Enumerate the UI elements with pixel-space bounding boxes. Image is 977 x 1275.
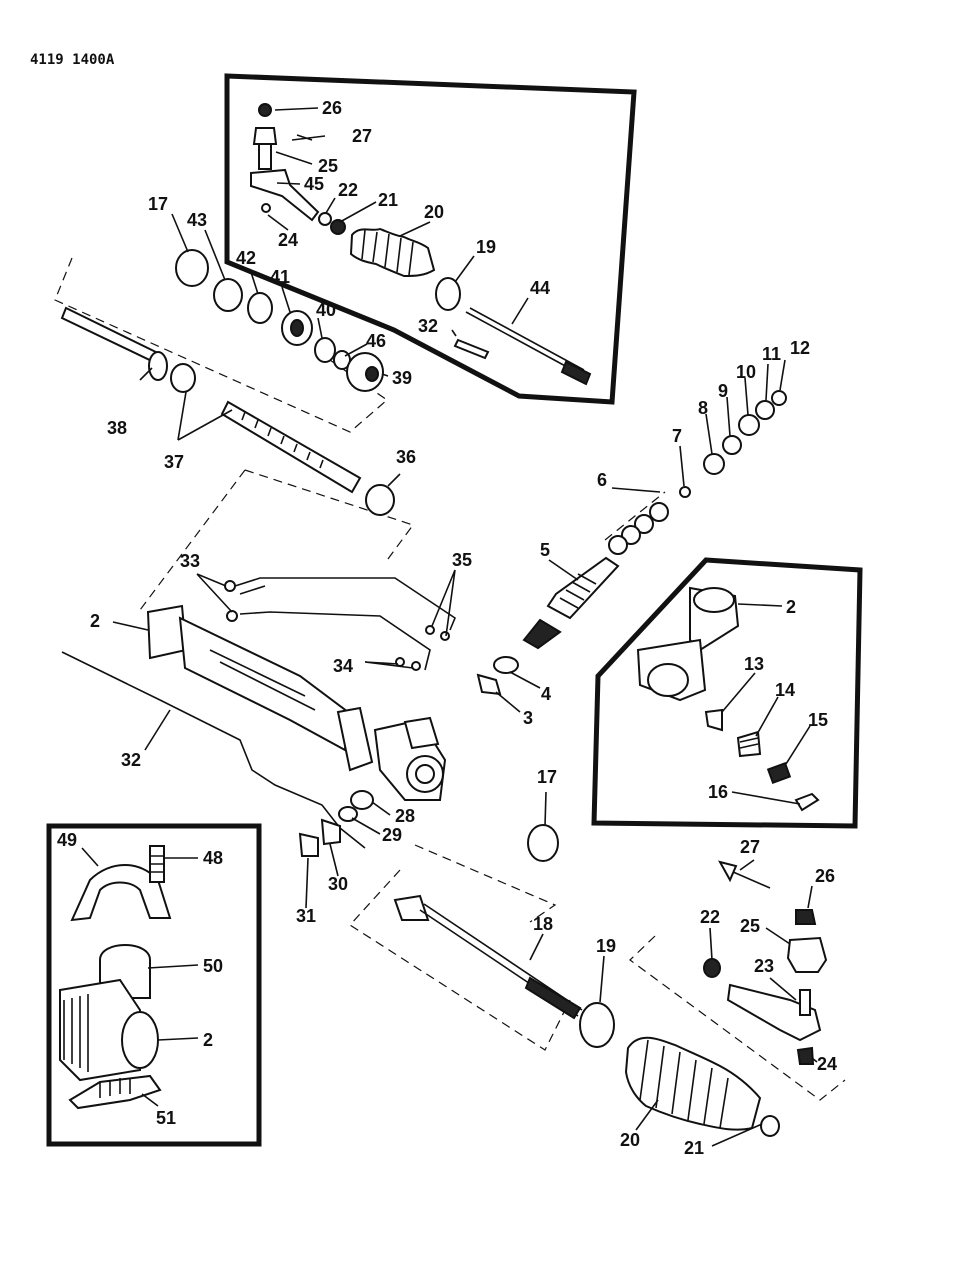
group-outline-pinion	[604, 491, 666, 541]
inset-box-mount-bracket	[46, 823, 262, 1147]
callout-14: 14	[775, 680, 795, 700]
callout-49: 49	[57, 830, 77, 850]
callout-30: 30	[328, 874, 348, 894]
callout-38: 38	[107, 418, 127, 438]
rack-seals-stack	[175, 249, 384, 392]
callout-18: 18	[533, 914, 553, 934]
boot-clamp-lower	[579, 1002, 615, 1048]
callout-21-lower: 21	[684, 1138, 704, 1158]
callout-31: 31	[296, 906, 316, 926]
callout-22-lower: 22	[700, 907, 720, 927]
callout-8: 8	[698, 398, 708, 418]
callout-27-lower: 27	[740, 837, 760, 857]
group-outline-tie-rod-end	[629, 935, 846, 1101]
callout-40: 40	[316, 300, 336, 320]
rack	[60, 306, 395, 516]
callout-17: 17	[148, 194, 168, 214]
callout-29: 29	[382, 825, 402, 845]
boot-lower	[624, 1036, 780, 1137]
inset-box-housing-valve	[591, 557, 863, 829]
pinion-valve-assembly	[476, 390, 787, 696]
housing-detail	[636, 586, 820, 812]
callout-9: 9	[718, 381, 728, 401]
callout-22: 22	[338, 180, 358, 200]
callout-17-lower: 17	[537, 767, 557, 787]
inner-tie-rod-lower	[393, 894, 583, 1020]
callout-numbers: 26 27 25 45 22 21 24 20 19 44 32 17 43 4…	[57, 98, 837, 1158]
callout-15: 15	[808, 710, 828, 730]
callout-41: 41	[270, 267, 290, 287]
callout-23: 23	[754, 956, 774, 976]
callout-25-lower: 25	[740, 916, 760, 936]
callout-44: 44	[530, 278, 550, 298]
leader-lines	[81, 107, 818, 1147]
callout-21: 21	[378, 190, 398, 210]
boot-top	[349, 227, 461, 311]
callout-24-lower: 24	[817, 1054, 837, 1074]
group-outline-tie-rod	[349, 844, 571, 1051]
callout-37: 37	[164, 452, 184, 472]
callout-2-inset: 2	[786, 597, 796, 617]
callout-32-vent: 32	[121, 750, 141, 770]
callout-25: 25	[318, 156, 338, 176]
callout-42: 42	[236, 248, 256, 268]
callout-20-lower: 20	[620, 1130, 640, 1150]
callout-39: 39	[392, 368, 412, 388]
callout-36: 36	[396, 447, 416, 467]
mount-bracket-detail	[59, 845, 172, 1110]
outer-tie-rod-end-lower	[703, 860, 828, 1065]
callout-27: 27	[352, 126, 372, 146]
outer-tie-rod-end-top	[250, 103, 346, 235]
callout-34: 34	[333, 656, 353, 676]
callout-32: 32	[418, 316, 438, 336]
callout-24: 24	[278, 230, 298, 250]
callout-16: 16	[708, 782, 728, 802]
callout-48: 48	[203, 848, 223, 868]
inset-box-tie-rod-top	[224, 73, 637, 405]
rack-seal-lower	[527, 824, 559, 862]
callout-26: 26	[322, 98, 342, 118]
callout-35: 35	[452, 550, 472, 570]
callout-26-lower: 26	[815, 866, 835, 886]
callout-13: 13	[744, 654, 764, 674]
callout-43: 43	[187, 210, 207, 230]
gear-housing	[146, 604, 447, 801]
callout-46: 46	[366, 331, 386, 351]
diagram-code: 4119 1400A	[30, 52, 115, 68]
callout-4: 4	[541, 684, 551, 704]
callout-51: 51	[156, 1108, 176, 1128]
callout-45: 45	[304, 174, 324, 194]
callout-7: 7	[672, 426, 682, 446]
callout-28: 28	[395, 806, 415, 826]
callout-2: 2	[90, 611, 100, 631]
callout-11: 11	[762, 344, 781, 364]
callout-2-mount: 2	[203, 1030, 213, 1050]
callout-3: 3	[523, 708, 533, 728]
callout-33: 33	[180, 551, 200, 571]
inner-tie-rod-top	[453, 307, 592, 386]
callout-5: 5	[540, 540, 550, 560]
callout-19: 19	[476, 237, 496, 257]
callout-10: 10	[736, 362, 756, 382]
callout-19-lower: 19	[596, 936, 616, 956]
callout-12: 12	[790, 338, 810, 358]
fluid-lines	[224, 577, 456, 671]
vent-tube	[61, 651, 366, 849]
callout-6: 6	[597, 470, 607, 490]
callout-20: 20	[424, 202, 444, 222]
callout-50: 50	[203, 956, 223, 976]
